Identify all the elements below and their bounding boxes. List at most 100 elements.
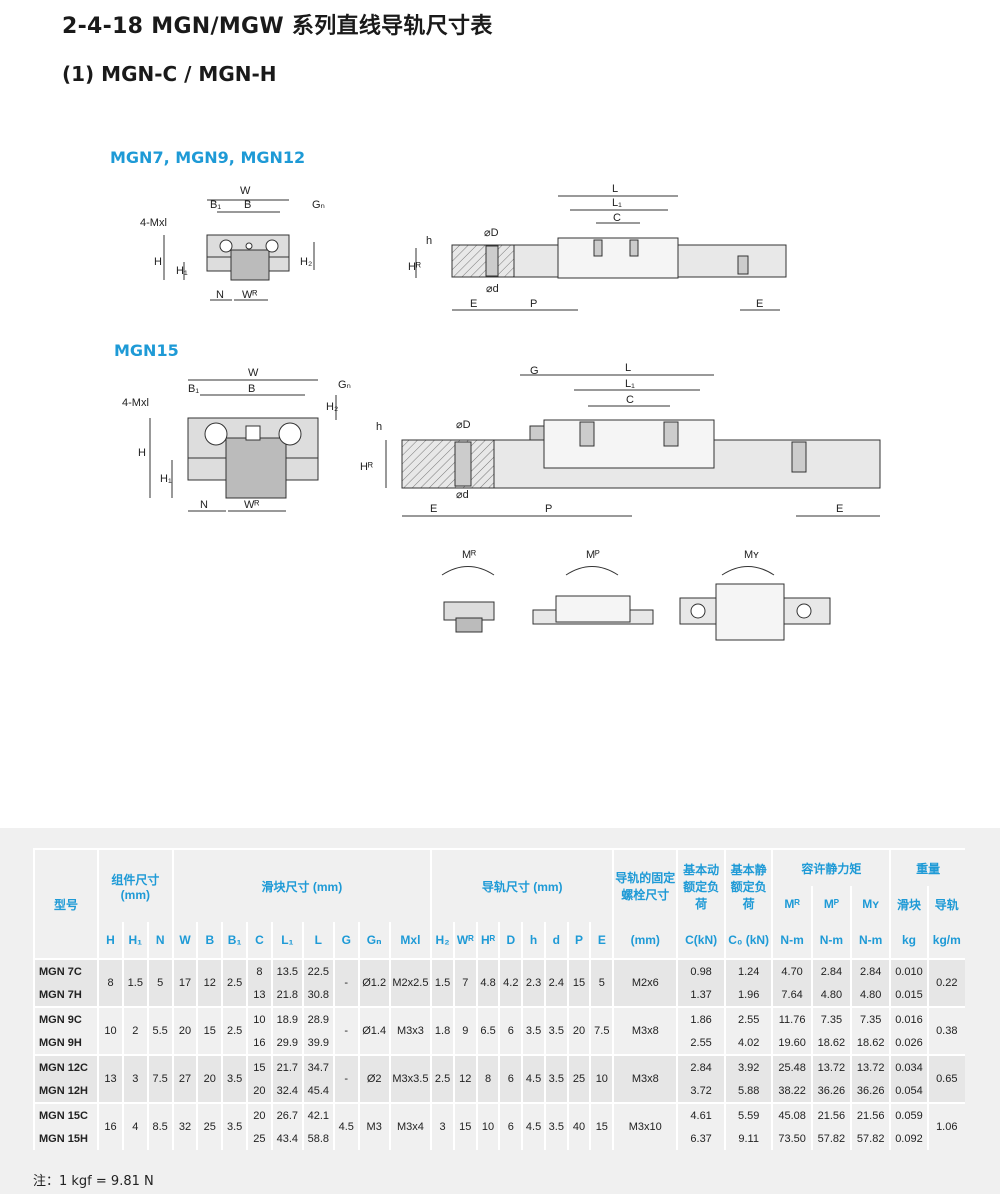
- moment-MP-label: Mᴾ: [586, 549, 600, 561]
- column-header: W: [171, 922, 198, 959]
- table-cell: 7.35: [850, 1006, 891, 1031]
- table-cell: 39.9: [301, 1031, 334, 1055]
- table-cell: 20: [566, 1006, 591, 1055]
- table-cell: 6: [498, 1102, 523, 1150]
- table-cell: 8.5: [146, 1102, 173, 1150]
- table-cell: 38.22: [771, 1079, 812, 1103]
- dim-N: N: [216, 289, 224, 301]
- header-mr: Mᴿ: [771, 886, 812, 922]
- dim-B1-15: B₁: [188, 383, 199, 395]
- table-cell: M3x3.5: [388, 1054, 432, 1103]
- table-cell: 1.5: [121, 958, 148, 1007]
- table-cell: 45.08: [771, 1102, 812, 1127]
- table-cell: 25.48: [771, 1054, 812, 1079]
- dim-P: P: [530, 298, 537, 310]
- table-cell: 0.092: [889, 1127, 928, 1150]
- cross-section-small: [163, 199, 315, 301]
- dim-Mxl: 4-Mxl: [140, 217, 167, 229]
- dim-H1: H₁: [176, 265, 188, 277]
- table-cell: 0.38: [926, 1006, 965, 1055]
- table-cell: 34.7: [301, 1054, 334, 1079]
- table-cell: MGN 9C: [32, 1006, 99, 1031]
- table-cell: 4.02: [723, 1031, 773, 1055]
- table-cell: 15: [589, 1102, 614, 1150]
- column-header: Mxl: [388, 922, 432, 959]
- table-cell: 5: [589, 958, 614, 1007]
- moment-diagram-mp: [532, 566, 654, 625]
- table-cell: 1.24: [723, 958, 773, 983]
- dim-E-right-15: E: [836, 503, 843, 515]
- dim-D: ⌀D: [484, 227, 499, 239]
- table-cell: 6: [498, 1054, 523, 1103]
- table-cell: 3.5: [543, 1006, 568, 1055]
- dim-L: L: [612, 183, 618, 195]
- table-cell: 3: [430, 1102, 454, 1150]
- table-cell: 4.5: [521, 1102, 545, 1150]
- dim-D-15: ⌀D: [456, 419, 471, 431]
- table-cell: 2.84: [850, 958, 891, 983]
- table-cell: 25: [246, 1127, 272, 1150]
- table-cell: 42.1: [301, 1102, 334, 1127]
- side-view-mgn15: [385, 374, 881, 517]
- table-cell: 17: [171, 958, 198, 1007]
- page-title: 2-4-18 MGN/MGW 系列直线导轨尺寸表: [62, 14, 493, 39]
- table-cell: 4.70: [771, 958, 812, 983]
- table-cell: 21.56: [850, 1102, 891, 1127]
- dim-W: W: [240, 185, 251, 197]
- table-cell: 16: [97, 1102, 123, 1150]
- table-cell: M2x6: [612, 958, 678, 1007]
- table-cell: 0.059: [889, 1102, 928, 1127]
- drawing-section-label-small: MGN7, MGN9, MGN12: [110, 148, 306, 167]
- column-header: H: [97, 922, 123, 959]
- table-cell: 11.76: [771, 1006, 812, 1031]
- header-weight: 重量: [889, 848, 965, 886]
- dim-E-left: E: [470, 298, 477, 310]
- table-cell: 12: [452, 1054, 477, 1103]
- table-cell: 3.5: [543, 1054, 568, 1103]
- table-cell: 3.72: [676, 1079, 725, 1103]
- table-cell: -: [332, 1006, 359, 1055]
- table-cell: 0.015: [889, 983, 928, 1007]
- table-cell: 5.59: [723, 1102, 773, 1127]
- column-header: kg/m: [926, 922, 965, 959]
- table-cell: 7.64: [771, 983, 812, 1007]
- table-cell: 3.92: [723, 1054, 773, 1079]
- dim-E-left-15: E: [430, 503, 437, 515]
- table-cell: 4.5: [521, 1054, 545, 1103]
- table-cell: M2x2.5: [388, 958, 432, 1007]
- table-cell: 4.5: [332, 1102, 359, 1150]
- table-cell: 7.5: [146, 1054, 173, 1103]
- column-header: P: [566, 922, 591, 959]
- table-cell: 73.50: [771, 1127, 812, 1150]
- table-cell: 4.61: [676, 1102, 725, 1127]
- table-cell: 3.5: [221, 1102, 248, 1150]
- header-moment: 容许静力矩: [771, 848, 891, 886]
- table-cell: MGN 7H: [32, 983, 99, 1007]
- header-rail: 导轨尺寸 (mm): [430, 848, 614, 922]
- header-rail-kg: 导轨: [926, 886, 965, 922]
- table-cell: 9.11: [723, 1127, 773, 1150]
- table-cell: M3x8: [612, 1054, 678, 1103]
- section-subtitle: (1) MGN-C / MGN-H: [62, 62, 277, 86]
- table-cell: 3.5: [521, 1006, 545, 1055]
- table-cell: 4.8: [475, 958, 500, 1007]
- dim-H-15: H: [138, 447, 146, 459]
- table-cell: 30.8: [301, 983, 334, 1007]
- dim-WR: Wᴿ: [242, 289, 257, 301]
- table-cell: 13.72: [850, 1054, 891, 1079]
- dim-HR: Hᴿ: [408, 261, 421, 273]
- table-cell: 21.7: [270, 1054, 303, 1079]
- column-header: d: [543, 922, 568, 959]
- table-cell: MGN 15H: [32, 1127, 99, 1150]
- dim-H1-15: H₁: [160, 473, 172, 485]
- table-cell: 9: [452, 1006, 477, 1055]
- table-cell: 15: [196, 1006, 223, 1055]
- dim-L-15: L: [625, 362, 631, 374]
- moment-MR-label: Mᴿ: [462, 549, 476, 561]
- table-cell: 0.016: [889, 1006, 928, 1031]
- dim-L1: L₁: [612, 197, 622, 209]
- table-cell: M3x3: [388, 1006, 432, 1055]
- dim-h: h: [426, 235, 432, 247]
- cross-section-mgn15: [149, 379, 337, 512]
